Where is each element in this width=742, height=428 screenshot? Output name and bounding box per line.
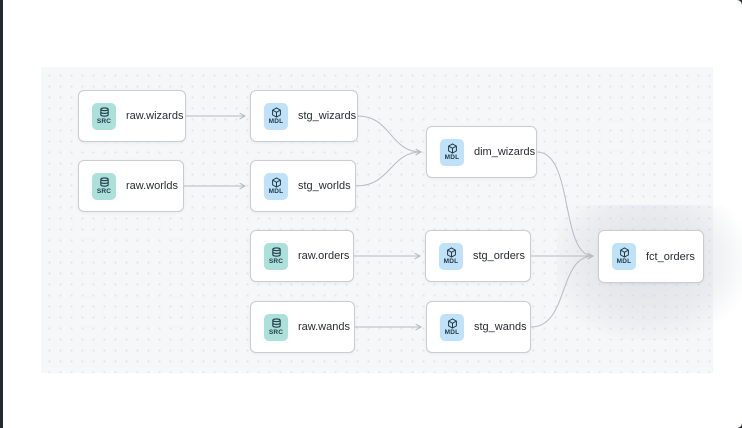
node-label: dim_wizards	[474, 146, 536, 158]
badge-label: SRC	[268, 257, 284, 265]
cube-icon	[619, 247, 630, 258]
cube-icon	[447, 143, 458, 154]
node-raw-wands[interactable]: SRC raw.wands	[250, 301, 355, 353]
mdl-badge: MDL	[612, 243, 636, 270]
badge-label: MDL	[268, 117, 284, 125]
edge-stg-wands-fct-orders	[530, 256, 593, 328]
src-badge: SRC	[92, 102, 116, 130]
cube-icon	[271, 107, 282, 118]
badge-label: MDL	[444, 328, 460, 336]
badge-label: MDL	[616, 258, 632, 266]
mdl-badge: MDL	[264, 102, 288, 130]
node-fct-orders[interactable]: MDL fct_orders	[598, 230, 704, 283]
edge-dim-wizards-fct-orders	[536, 151, 593, 256]
database-icon	[271, 318, 282, 329]
node-raw-orders[interactable]: SRC raw.orders	[250, 230, 354, 282]
badge-label: MDL	[443, 257, 459, 265]
src-badge: SRC	[264, 313, 288, 341]
database-icon	[271, 247, 282, 258]
src-badge: SRC	[264, 242, 288, 270]
node-stg-wands[interactable]: MDL stg_wands	[426, 301, 531, 353]
cube-icon	[446, 247, 457, 258]
edge-stg-worlds-dim-wizards	[355, 152, 421, 187]
cube-icon	[447, 318, 458, 329]
mdl-badge: MDL	[264, 172, 288, 200]
node-label: fct_orders	[646, 250, 695, 263]
cube-icon	[271, 177, 282, 188]
badge-label: SRC	[268, 328, 284, 336]
node-label: raw.worlds	[126, 180, 178, 192]
database-icon	[99, 177, 110, 188]
database-icon	[99, 107, 110, 118]
node-label: raw.orders	[298, 250, 350, 262]
mdl-badge: MDL	[440, 138, 464, 166]
badge-label: MDL	[268, 187, 284, 195]
badge-label: MDL	[444, 153, 460, 161]
node-label: stg_worlds	[298, 180, 351, 192]
src-badge: SRC	[92, 172, 116, 200]
mdl-badge: MDL	[439, 242, 463, 270]
node-label: stg_wizards	[298, 110, 357, 122]
node-stg-wizards[interactable]: MDL stg_wizards	[250, 90, 358, 142]
node-raw-wizards[interactable]: SRC raw.wizards	[78, 90, 186, 142]
node-label: stg_orders	[473, 250, 525, 262]
lineage-canvas[interactable]: SRC raw.wizards SRC raw.worlds MDL stg_w…	[41, 67, 742, 373]
edge-layer	[184, 67, 713, 373]
node-label: stg_wands	[474, 321, 527, 333]
node-label: raw.wands	[298, 321, 350, 333]
node-dim-wizards[interactable]: MDL dim_wizards	[426, 126, 537, 178]
badge-label: SRC	[96, 187, 112, 195]
node-raw-worlds[interactable]: SRC raw.worlds	[78, 160, 184, 212]
node-stg-orders[interactable]: MDL stg_orders	[425, 230, 531, 282]
node-stg-worlds[interactable]: MDL stg_worlds	[250, 160, 356, 212]
node-label: raw.wizards	[126, 110, 184, 122]
mdl-badge: MDL	[440, 313, 464, 341]
app-window: SRC raw.wizards SRC raw.worlds MDL stg_w…	[3, 0, 742, 428]
edge-stg-wizards-dim-wizards	[357, 115, 421, 152]
badge-label: SRC	[96, 117, 112, 125]
